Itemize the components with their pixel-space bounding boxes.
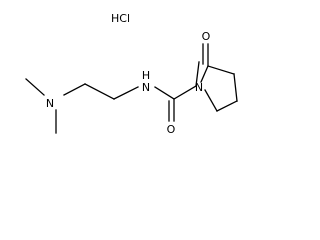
- bond-n-ch2: [63, 83, 86, 96]
- bond-nring-c2: [195, 61, 200, 87]
- ring-nitrogen-label: N: [195, 81, 203, 94]
- hcl-salt-label: HCl: [111, 12, 130, 25]
- bond-ch2-nh: [113, 86, 139, 100]
- amide-hydrogen-label: H: [142, 69, 150, 82]
- bond-carbonyl-ch2: [173, 85, 197, 100]
- bond-nh-carbonyl: [154, 86, 175, 100]
- chemical-structure: HCl N N H O N O: [25, 12, 238, 136]
- bond-c3-c4: [216, 100, 238, 112]
- ring-oxygen-label: O: [202, 30, 211, 43]
- bond-ch2-ch2: [84, 83, 115, 100]
- structure-canvas: HCl N N H O N O: [25, 12, 238, 136]
- bond-c4-c5: [233, 73, 238, 102]
- bond-ring-n-c5: [200, 65, 209, 83]
- bond-methyl1-n: [25, 78, 45, 96]
- bond-c5-c2: [207, 65, 235, 75]
- bond-c2-c3: [204, 89, 218, 112]
- amide-nitrogen-label: N: [142, 81, 150, 94]
- amide-oxygen-label: O: [167, 123, 176, 136]
- amine-nitrogen-label: N: [46, 97, 54, 110]
